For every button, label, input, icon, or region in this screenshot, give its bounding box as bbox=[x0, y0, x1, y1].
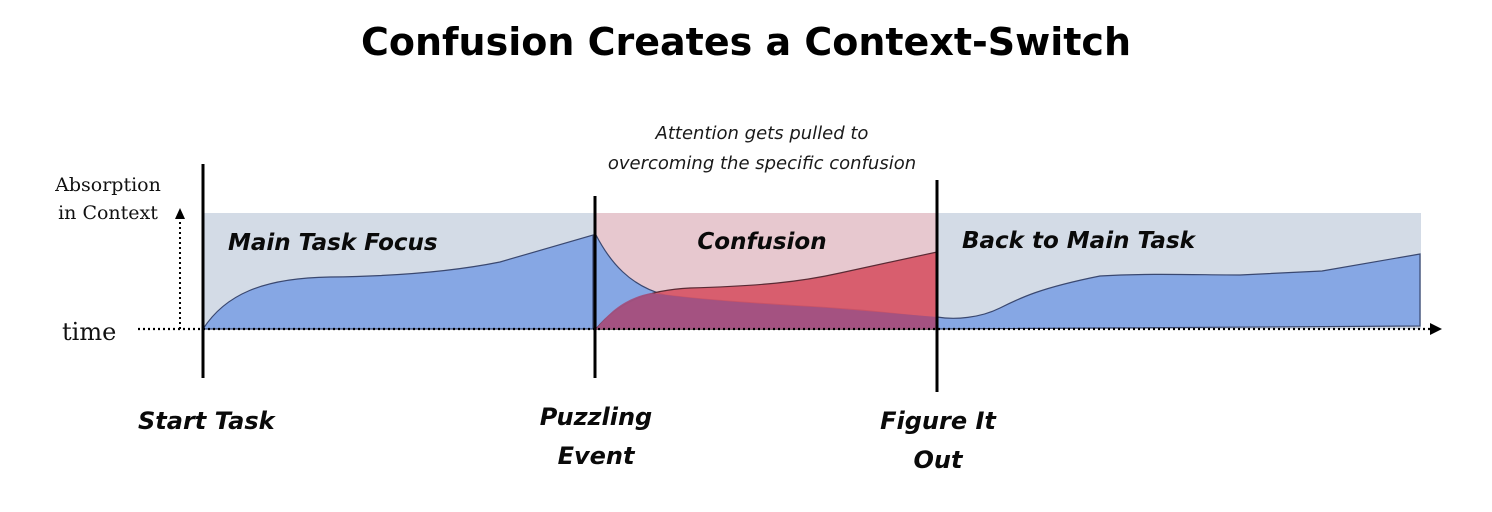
milestone-figure-it-out-line1: Figure It bbox=[880, 407, 997, 435]
segment-label-back-to-main-task: Back to Main Task bbox=[962, 228, 1197, 254]
milestone-puzzling-event-line2: Event bbox=[558, 442, 636, 470]
main-task-curve bbox=[201, 234, 594, 330]
milestone-start-task: Start Task bbox=[138, 407, 277, 435]
absorption-axis-arrow-icon bbox=[175, 208, 185, 219]
x-axis-label: time bbox=[62, 318, 116, 346]
milestone-puzzling-event-line1: Puzzling bbox=[540, 403, 652, 431]
diagram-title: Confusion Creates a Context-Switch bbox=[360, 20, 1132, 64]
annotation-line1: Attention gets pulled to bbox=[655, 123, 869, 144]
time-axis-arrow-icon bbox=[1430, 323, 1442, 335]
annotation-line2: overcoming the specific confusion bbox=[608, 153, 916, 174]
back-to-main-curve bbox=[936, 253, 1421, 330]
y-axis-label-line2: in Context bbox=[58, 202, 158, 224]
overlap-region bbox=[596, 293, 937, 329]
segment-label-main-task-focus: Main Task Focus bbox=[228, 230, 438, 256]
milestone-figure-it-out-line2: Out bbox=[914, 446, 964, 474]
segment-label-confusion: Confusion bbox=[697, 229, 826, 255]
y-axis-label-line1: Absorption bbox=[54, 174, 161, 196]
